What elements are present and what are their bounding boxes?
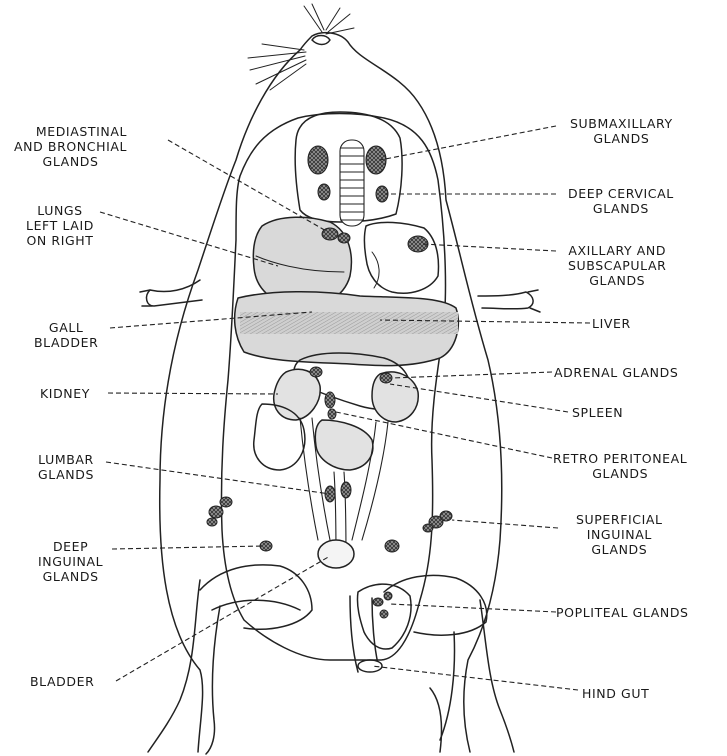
label-lungs: LUNGS LEFT LAID ON RIGHT: [26, 203, 94, 248]
label-kidney: KIDNEY: [40, 386, 90, 401]
label-line: GLANDS: [14, 154, 127, 169]
label-axillary-subscapular-glands: AXILLARY AND SUBSCAPULAR GLANDS: [568, 243, 666, 288]
deep-inguinal-gland-right: [385, 540, 399, 552]
label-line: LUNGS: [26, 203, 94, 218]
label-deep-inguinal-glands: DEEP INGUINAL GLANDS: [38, 539, 103, 584]
label-line: INGUINAL: [576, 527, 663, 542]
adrenal-gland-left: [310, 367, 322, 377]
label-line: KIDNEY: [40, 386, 90, 401]
label-deep-cervical-glands: DEEP CERVICAL GLANDS: [568, 186, 674, 216]
label-superficial-inguinal-glands: SUPERFICIAL INGUINAL GLANDS: [576, 512, 663, 557]
label-line: LEFT LAID: [26, 218, 94, 233]
label-bladder: BLADDER: [30, 674, 94, 689]
right-forelimb: [478, 292, 533, 309]
label-line: POPLITEAL GLANDS: [556, 605, 689, 620]
bladder: [318, 540, 354, 568]
retro-peritoneal-gland: [325, 392, 335, 408]
label-line: GLANDS: [576, 542, 663, 557]
label-line: BLADDER: [34, 335, 98, 350]
label-line: MEDIASTINAL: [14, 124, 127, 139]
label-line: SPLEEN: [572, 405, 623, 420]
label-line: SUPERFICIAL: [576, 512, 663, 527]
label-line: GLANDS: [568, 273, 666, 288]
trachea: [340, 140, 364, 226]
label-line: ADRENAL GLANDS: [554, 365, 678, 380]
whiskers: [248, 4, 354, 90]
label-line: GALL: [34, 320, 98, 335]
label-line: LUMBAR: [38, 452, 94, 467]
label-lumbar-glands: LUMBAR GLANDS: [38, 452, 94, 482]
label-line: DEEP: [38, 539, 103, 554]
label-submaxillary-glands: SUBMAXILLARY GLANDS: [570, 116, 673, 146]
label-gall-bladder: GALL BLADDER: [34, 320, 98, 350]
label-line: INGUINAL: [38, 554, 103, 569]
label-popliteal-glands: POPLITEAL GLANDS: [556, 605, 689, 620]
label-line: LIVER: [592, 316, 631, 331]
label-line: AXILLARY AND: [568, 243, 666, 258]
label-line: ON RIGHT: [26, 233, 94, 248]
kidney-right: [372, 372, 418, 422]
label-liver: LIVER: [592, 316, 631, 331]
label-line: SUBMAXILLARY: [570, 116, 673, 131]
label-spleen: SPLEEN: [572, 405, 623, 420]
label-line: GLANDS: [38, 467, 94, 482]
spleen: [315, 420, 373, 470]
label-hind-gut: HIND GUT: [582, 686, 649, 701]
popliteal-gland: [373, 598, 383, 606]
label-line: HIND GUT: [582, 686, 649, 701]
label-line: GLANDS: [553, 466, 687, 481]
label-line: BLADDER: [30, 674, 94, 689]
left-hindlimb: [148, 580, 220, 754]
adrenal-gland-right: [380, 373, 392, 383]
label-line: GLANDS: [570, 131, 673, 146]
label-adrenal-glands: ADRENAL GLANDS: [554, 365, 678, 380]
label-line: GLANDS: [568, 201, 674, 216]
label-line: GLANDS: [38, 569, 103, 584]
superficial-inguinal-gland: [209, 506, 223, 518]
label-line: RETRO PERITONEAL: [553, 451, 687, 466]
left-forelimb: [147, 280, 202, 306]
label-retro-peritoneal-glands: RETRO PERITONEAL GLANDS: [553, 451, 687, 481]
deep-inguinal-gland-left: [260, 541, 272, 551]
label-line: DEEP CERVICAL: [568, 186, 674, 201]
label-line: AND BRONCHIAL: [14, 139, 127, 154]
label-line: SUBSCAPULAR: [568, 258, 666, 273]
submaxillary-gland-right: [366, 146, 386, 174]
label-mediastinal-glands: MEDIASTINAL AND BRONCHIAL GLANDS: [14, 124, 127, 169]
right-hindlimb: [440, 600, 514, 752]
lumbar-gland-right: [341, 482, 351, 498]
submaxillary-gland-left: [308, 146, 328, 174]
deep-cervical-gland-left: [318, 184, 330, 200]
